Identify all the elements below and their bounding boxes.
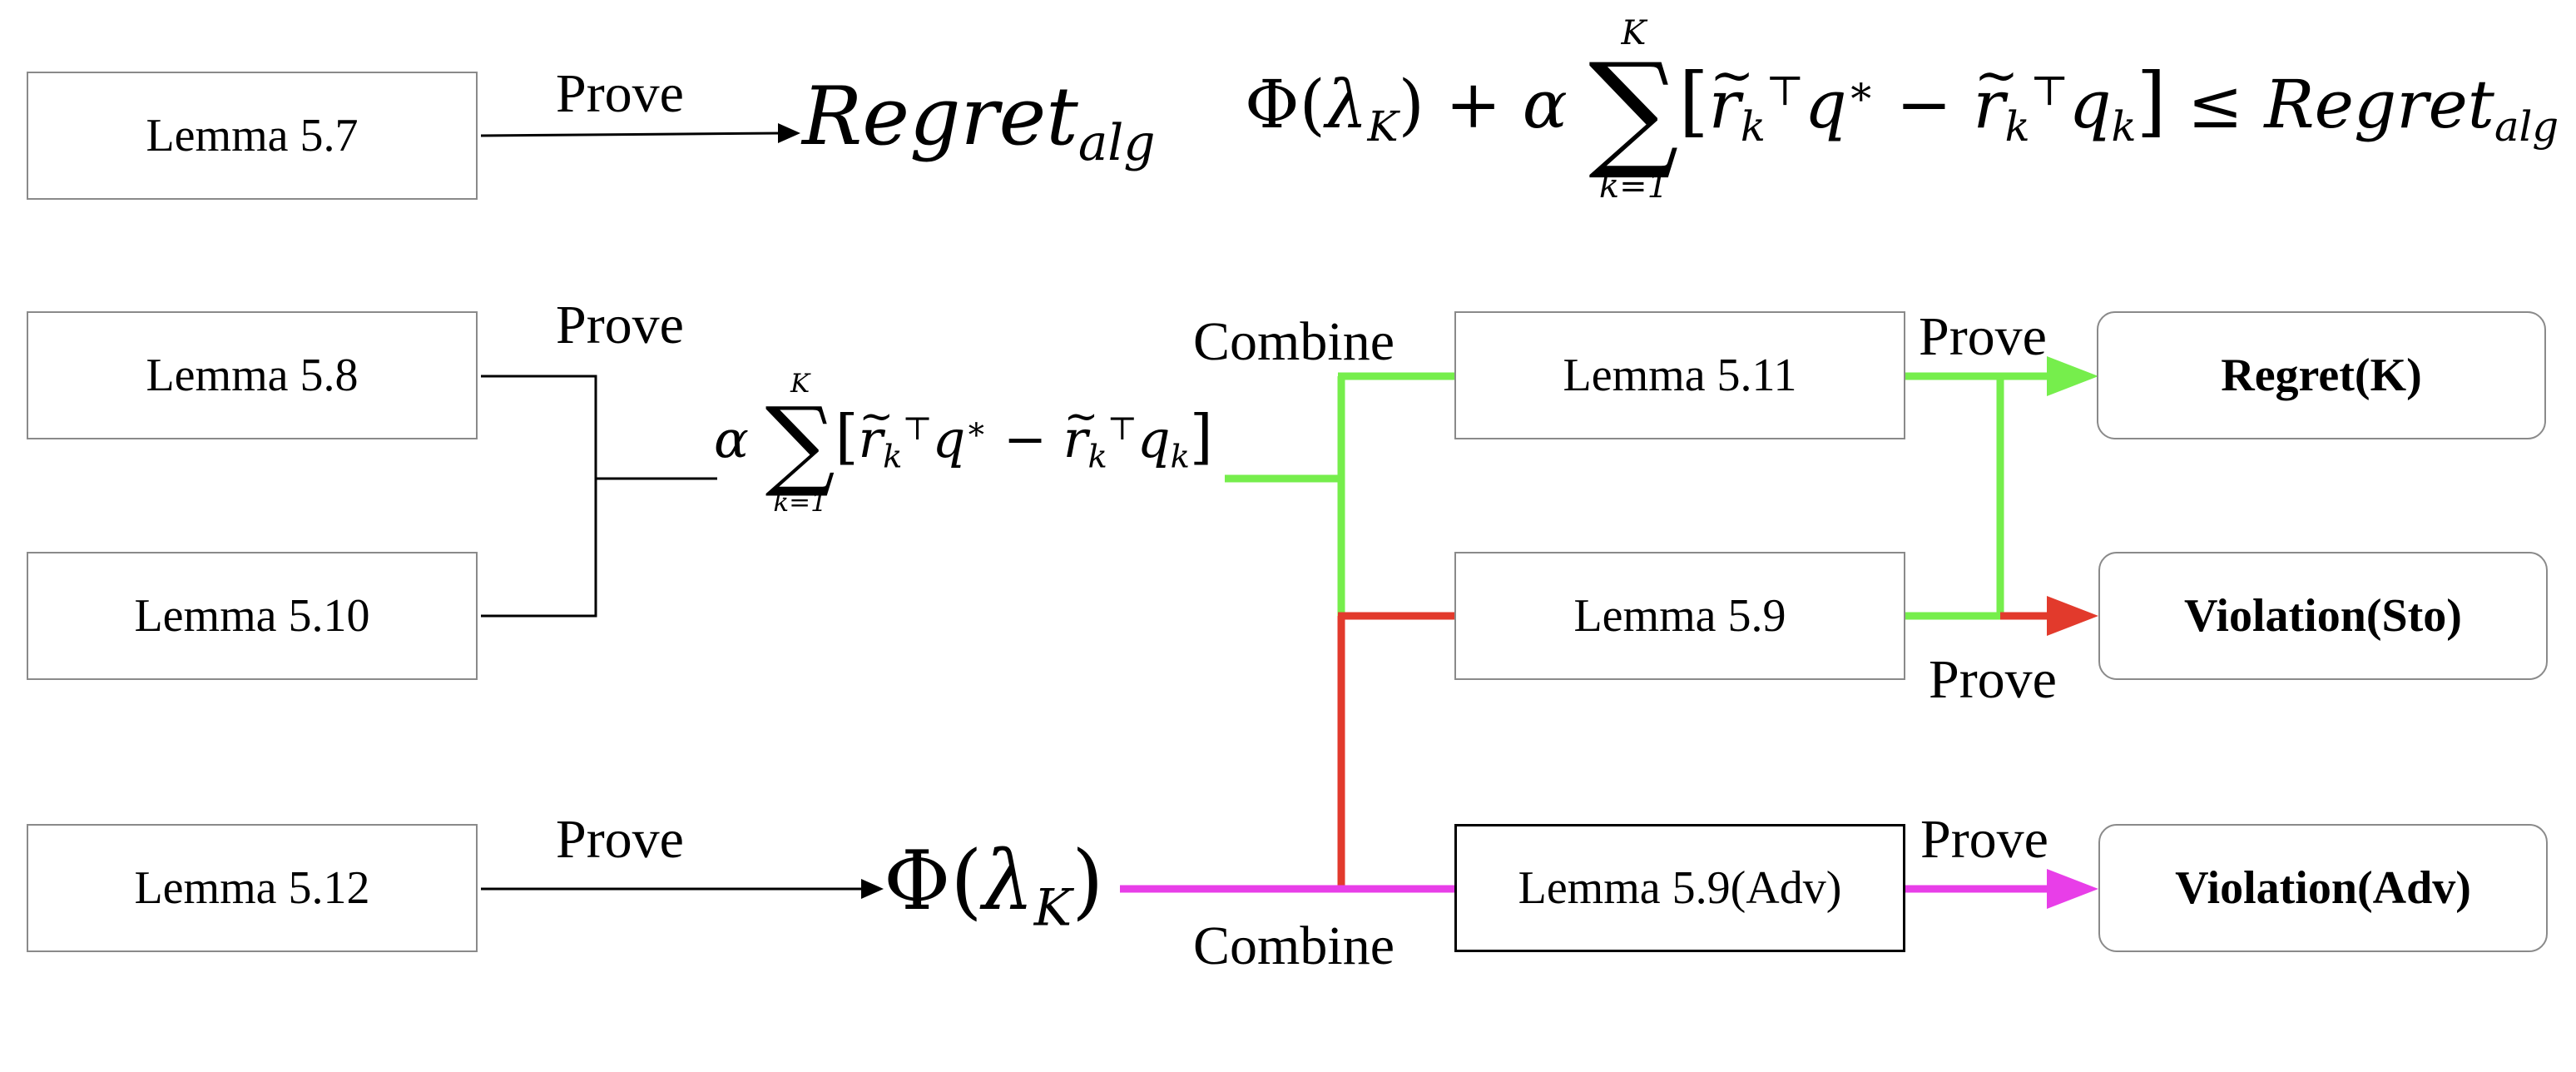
- combine-label-bottom: Combine: [1193, 916, 1395, 976]
- lemma-5-7-box: Lemma 5.7: [27, 72, 478, 200]
- violation-sto-result-box: Violation(Sto): [2098, 552, 2548, 680]
- combine-label-top: Combine: [1193, 311, 1395, 372]
- sum-upper-mid: K: [790, 369, 810, 399]
- violation-sto-result-label: Violation(Sto): [2184, 590, 2462, 642]
- lemma-5-11-label: Lemma 5.11: [1563, 350, 1797, 401]
- lambda-symbol-bottom: λ: [982, 834, 1034, 929]
- lemma-5-9-adv-box: Lemma 5.9(Adv): [1454, 824, 1905, 952]
- top-inequality: Φ(λK) + α K ∑ k=1 [rk⊤q∗ − rk⊤qk] ≤ Regr…: [1245, 17, 2559, 203]
- lemma-5-10-label: Lemma 5.10: [134, 590, 370, 642]
- lemma512-prove-arrow: [481, 879, 884, 899]
- summation: K ∑ k=1: [1588, 14, 1679, 206]
- green-combine-lines: [1225, 372, 1456, 619]
- phi-lambda-term: Φ(λK): [884, 834, 1104, 938]
- lemma-5-12-box: Lemma 5.12: [27, 824, 478, 952]
- lemma-5-8-label: Lemma 5.8: [146, 350, 359, 401]
- lemma-5-9-adv-label: Lemma 5.9(Adv): [1518, 862, 1842, 914]
- lemma-5-8-box: Lemma 5.8: [27, 311, 478, 439]
- regret-word-rhs: Regret: [2264, 66, 2494, 144]
- red-lines: [1337, 612, 2055, 889]
- prove-label-violation-adv: Prove: [1920, 809, 2048, 870]
- prove-label-lemma512: Prove: [556, 809, 684, 870]
- prove-label-lemma58: Prove: [556, 295, 684, 355]
- violation-sto-arrowhead: [2047, 596, 2098, 636]
- lemma-5-12-label: Lemma 5.12: [134, 862, 370, 914]
- sum-lower: k=1: [1598, 167, 1669, 206]
- lemma-5-10-box: Lemma 5.10: [27, 552, 478, 680]
- regret-word: Regret: [802, 70, 1078, 163]
- lemma-5-11-box: Lemma 5.11: [1454, 311, 1905, 439]
- violation-adv-result-box: Violation(Adv): [2098, 824, 2548, 952]
- summation-mid: K ∑ k=1: [765, 369, 835, 518]
- lemma-5-9-box: Lemma 5.9: [1454, 552, 1905, 680]
- sum-lower-mid: k=1: [773, 487, 827, 518]
- alpha-symbol: α: [1522, 66, 1568, 144]
- violation-adv-arrowhead: [2047, 869, 2098, 909]
- prove-label-lemma57: Prove: [556, 63, 684, 124]
- lambda-sub: K: [1367, 102, 1399, 151]
- regret-sub: alg: [1077, 115, 1156, 173]
- lemma58-510-bracket: [481, 375, 717, 618]
- sum-upper: K: [1621, 14, 1647, 52]
- lemma-5-9-label: Lemma 5.9: [1573, 590, 1786, 642]
- lemma-5-7-label: Lemma 5.7: [146, 110, 359, 161]
- prove-label-regret: Prove: [1919, 306, 2047, 367]
- alpha-symbol-mid: α: [714, 409, 749, 470]
- regret-result-label: Regret(K): [2221, 350, 2422, 401]
- alpha-sum-term: α K ∑ k=1 [rk⊤q∗ − rk⊤qk]: [714, 371, 1213, 516]
- green-prove-lines: [1904, 372, 2055, 620]
- phi-symbol-bottom: Φ: [884, 834, 951, 929]
- lambda-sub-bottom: K: [1033, 879, 1073, 938]
- phi-symbol: Φ: [1245, 66, 1300, 144]
- leq-symbol: ≤: [2187, 66, 2243, 144]
- lambda-symbol: λ: [1325, 66, 1368, 144]
- regret-arrowhead: [2047, 356, 2098, 396]
- regret-result-box: Regret(K): [2097, 311, 2546, 439]
- prove-label-violation-sto: Prove: [1929, 649, 2057, 710]
- regret-alg-term: Regretalg: [802, 77, 1155, 169]
- lemma57-prove-arrow: [480, 123, 800, 143]
- violation-adv-result-label: Violation(Adv): [2175, 862, 2471, 914]
- regret-sub-rhs: alg: [2494, 102, 2559, 151]
